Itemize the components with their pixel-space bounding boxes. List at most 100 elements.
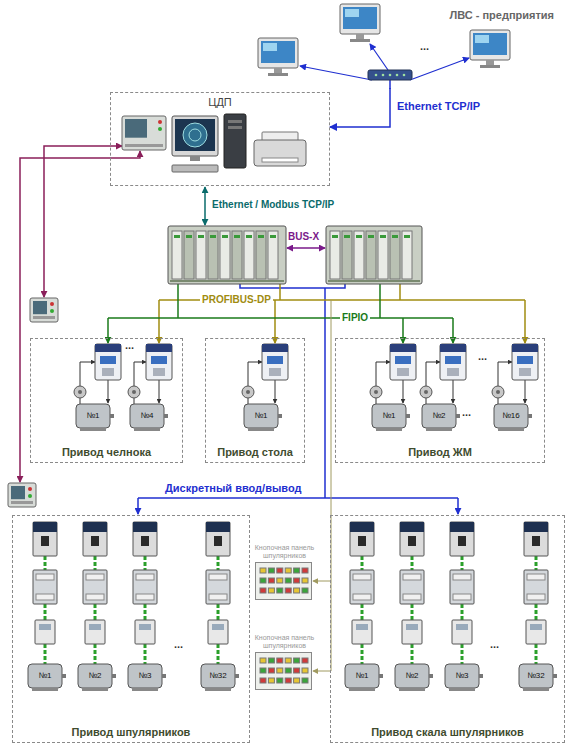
drive-bay [228, 120, 242, 123]
switch-led [382, 74, 385, 77]
relay [135, 620, 155, 644]
panel-button [28, 487, 32, 491]
frequency-drive [512, 344, 538, 380]
callout-number: №3 [455, 671, 468, 680]
plc-module [268, 231, 278, 279]
relay [208, 620, 228, 644]
operator-panel-screen [11, 486, 25, 499]
motor [372, 404, 406, 428]
panel-button [294, 578, 300, 583]
operator-panel [8, 483, 36, 507]
ellipsis: ... [490, 638, 499, 651]
plc-module [354, 231, 364, 279]
motor [519, 664, 553, 688]
panel-button [260, 668, 266, 673]
profibus-drop [274, 300, 276, 343]
callout-number: №2 [432, 411, 445, 420]
lan-cable [300, 66, 372, 80]
button-panel: Кнопочная панель шпулярников [255, 562, 312, 600]
encoder-hub [374, 390, 378, 394]
monitor-base [268, 73, 288, 76]
drive-display [100, 356, 116, 364]
motor-shaft [164, 414, 168, 418]
motor [78, 664, 112, 688]
panel-button [268, 578, 274, 583]
power-wire [361, 604, 364, 620]
encoder-feedback [80, 362, 95, 386]
panel-button [260, 588, 266, 593]
panel-button [268, 568, 274, 573]
circuit-breaker [133, 522, 157, 556]
panel-button [50, 309, 54, 313]
panel-button [277, 678, 283, 683]
discrete-io-bus [240, 284, 345, 288]
panel-caption: Кнопочная панель шпулярников [253, 544, 317, 560]
fipio-drop [402, 318, 404, 343]
network-label: Ethernet TCP/IP [397, 100, 480, 113]
drive-keypad [153, 368, 165, 376]
motor-feet [132, 688, 158, 691]
encoder [420, 386, 432, 398]
callout-number: №1 [86, 411, 99, 420]
breaker-top [350, 522, 374, 532]
monitor-window [263, 43, 277, 51]
relay [402, 620, 422, 644]
drive-display [395, 356, 411, 364]
plc-led [258, 235, 264, 238]
breaker-top [400, 522, 424, 532]
drive-keypad [397, 368, 409, 376]
contactor-label [36, 594, 54, 600]
operator-panel-link [20, 151, 140, 482]
panel-button [268, 658, 274, 663]
group-title: Привод челнока [62, 446, 151, 458]
plc-rail [170, 280, 284, 282]
relay [352, 620, 372, 644]
panel-button [302, 578, 308, 583]
drive-keypad [519, 368, 531, 376]
drive-power [453, 380, 454, 403]
drive-group-box: Привод челнока [30, 338, 183, 463]
monitor-screen [473, 33, 507, 55]
callout-number: №2 [405, 671, 418, 680]
callout-number: №32 [209, 671, 226, 680]
motor [76, 404, 110, 428]
profibus-drop [524, 300, 526, 343]
monitor-frame [172, 116, 218, 156]
monitor-stand [356, 34, 364, 39]
power-wire [361, 556, 364, 570]
power-wire [411, 556, 414, 570]
contactor-label [403, 594, 421, 600]
relay-window [456, 624, 468, 630]
power-wire [411, 604, 414, 620]
network-label: BUS-X [288, 231, 319, 243]
contactor-label [527, 574, 545, 580]
ellipsis: ... [125, 339, 134, 352]
relay-window [530, 624, 542, 630]
panel-button [302, 568, 308, 573]
contactor-label [209, 574, 227, 580]
contactor-label [403, 574, 421, 580]
power-wire [217, 644, 220, 664]
power-wire [361, 644, 364, 664]
profibus-drop [158, 300, 160, 343]
ellipsis: ... [478, 350, 487, 363]
fipio-line [379, 284, 381, 318]
power-wire [144, 556, 147, 570]
encoder-coupling [80, 398, 81, 404]
contactor [350, 570, 374, 604]
plc-led [246, 235, 252, 238]
breaker-knob [358, 536, 366, 546]
contactor-label [36, 574, 54, 580]
encoder [370, 386, 382, 398]
plc-led [186, 235, 192, 238]
panel-button [277, 568, 283, 573]
relay [526, 620, 546, 644]
drive-top [95, 344, 121, 352]
panel-button [285, 658, 291, 663]
encoder-coupling [134, 398, 135, 404]
drive-keypad [102, 368, 114, 376]
group-title: Привод скала шпулярников [371, 726, 524, 738]
callout-number: №16 [502, 411, 519, 420]
motor-shaft [406, 414, 410, 418]
breaker-top [206, 522, 230, 532]
